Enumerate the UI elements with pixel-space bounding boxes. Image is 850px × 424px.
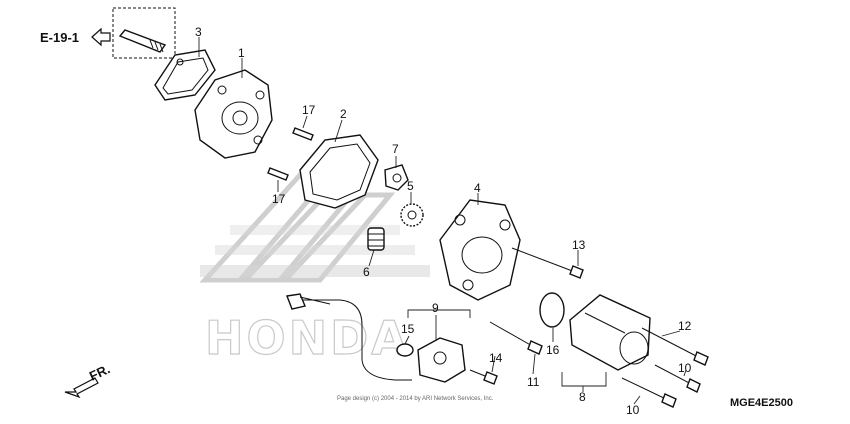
bolt-part-11 [489, 321, 543, 355]
down-left-arrow-icon [64, 377, 99, 399]
callout-9: 9 [432, 301, 439, 315]
callout-7: 7 [392, 142, 399, 156]
front-direction-label: FR. [87, 361, 112, 383]
gear-part-5 [400, 203, 424, 227]
callout-14: 14 [489, 351, 503, 365]
left-arrow-icon [91, 27, 111, 47]
callout-11: 11 [527, 375, 540, 389]
bolt-part-13 [511, 247, 584, 279]
sensor-part-7 [384, 164, 409, 191]
gear-part-6 [367, 227, 385, 251]
callout-16: 16 [546, 343, 560, 357]
wire-harness [286, 293, 412, 381]
callout-10-lower: 10 [626, 403, 640, 417]
o-ring-part-16 [539, 292, 565, 328]
bolt-part-10-lower [621, 377, 677, 408]
copyright-notice: Page design (c) 2004 - 2014 by ARI Netwo… [337, 396, 494, 402]
callout-6: 6 [363, 265, 370, 279]
callout-15: 15 [401, 322, 415, 336]
o-ring-part-15 [396, 343, 414, 357]
reference-label: E-19-1 [40, 30, 79, 45]
leader-lines [198, 37, 687, 405]
gasket-part-3 [154, 49, 216, 101]
callout-3: 3 [195, 25, 202, 39]
bolt-part-14 [469, 369, 498, 385]
callout-13: 13 [572, 238, 586, 252]
motor-part-8 [569, 294, 651, 371]
callout-10-upper: 10 [678, 361, 692, 375]
callout-8: 8 [579, 390, 586, 404]
dowel-pin-upper [292, 127, 314, 141]
callout-1: 1 [238, 46, 245, 60]
callout-4: 4 [474, 181, 481, 195]
callout-17-lower: 17 [272, 192, 286, 206]
callout-2: 2 [340, 107, 347, 121]
reference-shaft-box [112, 7, 176, 59]
dowel-pin-lower [267, 167, 289, 181]
callout-12: 12 [678, 319, 692, 333]
sensor-part-9 [417, 337, 466, 383]
bolt-part-12 [641, 327, 709, 366]
diagram-code: MGE4E2500 [730, 397, 793, 409]
housing-part-1 [194, 69, 273, 159]
callout-17-upper: 17 [302, 103, 316, 117]
callout-5: 5 [407, 179, 414, 193]
bolt-part-10-upper [654, 364, 701, 393]
honda-wing-dots [200, 225, 430, 277]
cover-part-4 [439, 199, 521, 301]
honda-brand-watermark: HONDA [205, 311, 410, 365]
gasket-part-2 [299, 134, 379, 209]
